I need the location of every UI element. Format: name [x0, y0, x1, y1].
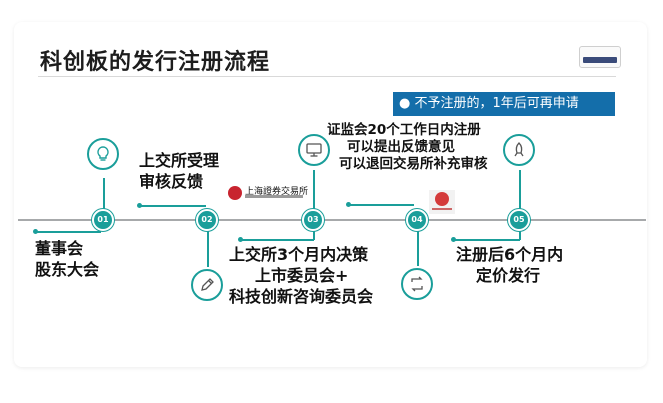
connector-02 — [139, 205, 206, 207]
title-divider — [38, 76, 616, 77]
step-02-label: 上交所受理 审核反馈 — [139, 150, 219, 192]
step-03-label: 上交所3个月内决策 上市委员会+ 科技创新咨询委员会 — [229, 244, 373, 307]
cycle-arrows-icon-circle — [401, 268, 433, 300]
timeline-node-05: 05 — [508, 209, 530, 231]
connector-dot-02 — [137, 203, 142, 208]
step-01-line-1: 董事会 — [35, 239, 84, 258]
slide-card — [14, 22, 647, 367]
step-03-line-3: 科技创新咨询委员会 — [229, 287, 374, 306]
brand-logo — [579, 46, 621, 68]
connector-01 — [35, 231, 101, 233]
monitor-icon — [306, 143, 322, 157]
stem-02-down — [207, 231, 209, 267]
stem-05 — [519, 170, 521, 209]
step-04-line-3: 可以退回交易所补充审核 — [339, 156, 488, 172]
stem-05-down — [519, 231, 521, 240]
step-01-label: 董事会 股东大会 — [35, 238, 99, 280]
connector-03 — [240, 239, 314, 241]
connector-dot-05 — [451, 237, 456, 242]
step-02-line-2: 审核反馈 — [139, 172, 204, 191]
timeline-node-01: 01 — [92, 209, 114, 231]
connector-dot-03 — [238, 237, 243, 242]
notice-banner: ● 不予注册的，1年后可再申请 — [393, 92, 615, 116]
connector-dot-04 — [346, 202, 351, 207]
stem-03 — [313, 170, 315, 209]
sse-logo-mark — [228, 186, 242, 200]
rocket-icon-circle — [503, 134, 535, 166]
csrc-seal — [435, 192, 449, 206]
csrc-logo-bar — [432, 208, 452, 210]
cycle-arrows-icon — [411, 276, 423, 292]
sse-logo: 上海證券交易所 — [228, 184, 309, 202]
step-01-line-2: 股东大会 — [35, 260, 100, 279]
connector-04 — [348, 204, 414, 206]
step-03-line-1: 上交所3个月内决策 — [229, 245, 369, 264]
stem-03-down — [313, 231, 315, 240]
lightbulb-icon — [97, 146, 109, 161]
pencil-icon-circle — [191, 269, 223, 301]
timeline-line — [18, 219, 646, 221]
step-05-line-2: 定价发行 — [476, 266, 541, 285]
brand-logo-bar — [583, 57, 617, 63]
step-03-line-2: 上市委员会+ — [255, 266, 349, 285]
step-02-line-1: 上交所受理 — [139, 151, 220, 170]
monitor-icon-circle — [298, 134, 330, 166]
step-05-label: 注册后6个月内 定价发行 — [456, 244, 563, 286]
sse-logo-text: 上海證券交易所 — [245, 187, 309, 197]
page-title: 科创板的发行注册流程 — [40, 50, 271, 75]
lightbulb-icon-circle — [87, 138, 119, 170]
timeline-node-04: 04 — [406, 209, 428, 231]
step-05-line-1: 注册后6个月内 — [456, 245, 564, 264]
connector-dot-01 — [33, 229, 38, 234]
timeline-node-03: 03 — [302, 209, 324, 231]
connector-05 — [453, 239, 520, 241]
step-04-line-2: 可以提出反馈意见 — [347, 139, 455, 155]
step-04-label: 证监会20个工作日内注册 可以提出反馈意见 可以退回交易所补充审核 — [327, 122, 488, 173]
pencil-icon — [201, 278, 214, 291]
stem-04-down — [417, 231, 419, 266]
timeline-node-02: 02 — [196, 209, 218, 231]
csrc-logo — [429, 190, 455, 214]
step-04-line-1: 证监会20个工作日内注册 — [327, 122, 481, 138]
sse-logo-subtext — [245, 195, 303, 198]
stem-01 — [103, 178, 105, 211]
rocket-icon — [514, 142, 524, 157]
